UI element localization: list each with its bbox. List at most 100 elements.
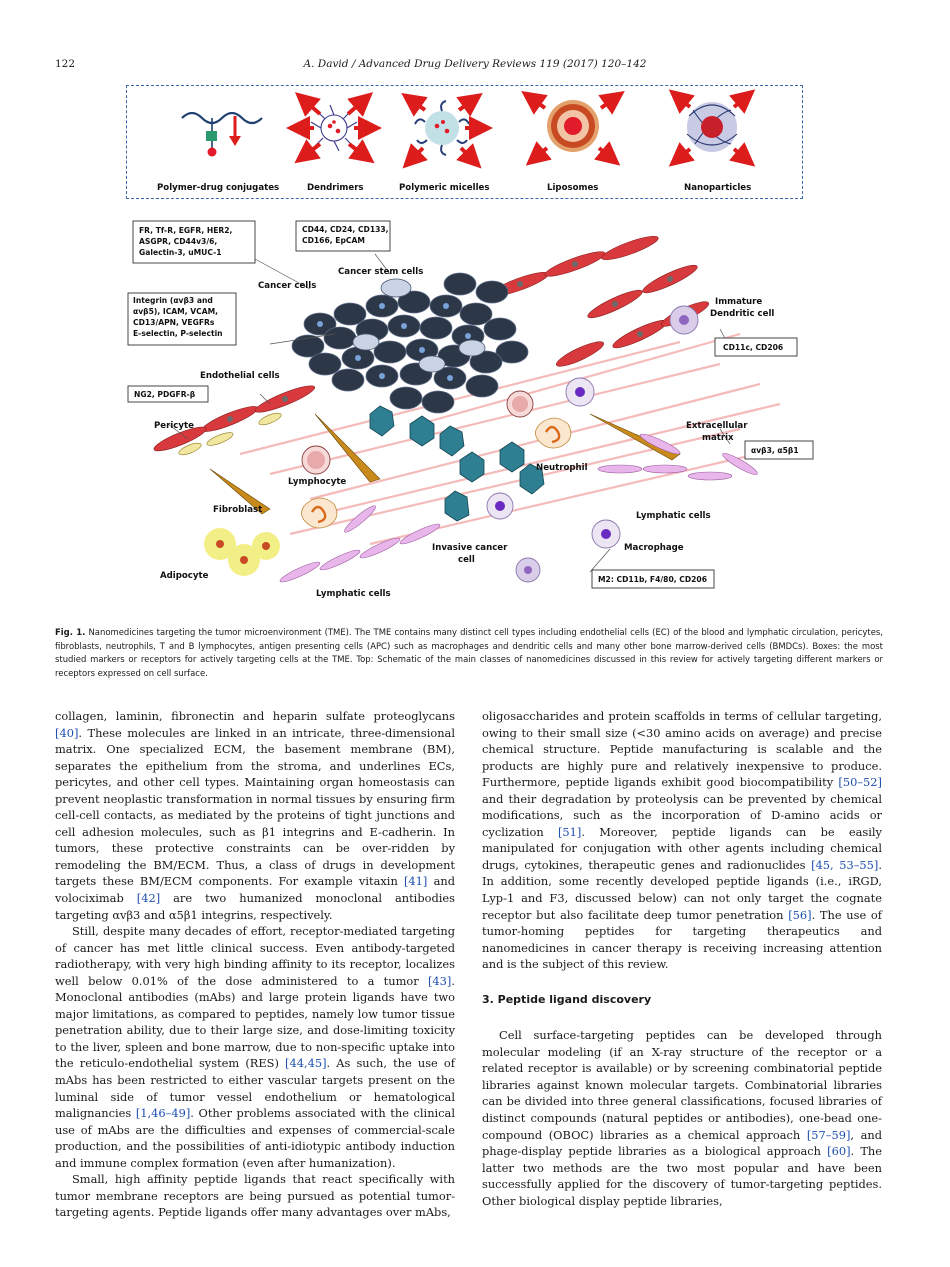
leader-lines bbox=[167, 253, 731, 573]
citation-link[interactable]: [40] bbox=[55, 725, 79, 740]
svg-text:αvβ5), ICAM, VCAM,: αvβ5), ICAM, VCAM, bbox=[133, 307, 218, 316]
text-run: oligosaccharides and protein scaffolds i… bbox=[482, 709, 882, 790]
text-run: and volociximab bbox=[55, 874, 455, 906]
text-run: . Monoclonal antibodies (mAbs) and large… bbox=[55, 973, 455, 1071]
caption-text: Nanomedicines targeting the tumor microe… bbox=[55, 627, 883, 678]
svg-text:NG2, PDGFR-β: NG2, PDGFR-β bbox=[134, 390, 196, 399]
tme-svg: FR, Tf-R, EGFR, HER2, ASGPR, CD44v3/6, G… bbox=[127, 220, 814, 599]
paragraph: Still, despite many decades of effort, r… bbox=[55, 923, 455, 1171]
text-run: . The use of tumor-homing peptides for t… bbox=[482, 907, 883, 972]
tumor-microenvironment-illustration: FR, Tf-R, EGFR, HER2, ASGPR, CD44v3/6, G… bbox=[120, 214, 830, 606]
svg-text:E-selectin, P-selectin: E-selectin, P-selectin bbox=[133, 329, 223, 338]
endothelial-marker-box: Integrin (αvβ3 and αvβ5), ICAM, VCAM, CD… bbox=[127, 292, 237, 346]
text-run: Cell surface-targeting peptides can be d… bbox=[482, 1028, 882, 1142]
paragraph: oligosaccharides and protein scaffolds i… bbox=[482, 708, 882, 973]
svg-text:Integrin (αvβ3 and: Integrin (αvβ3 and bbox=[133, 296, 213, 305]
text-run: . Moreover, peptide ligands can be easil… bbox=[482, 824, 882, 872]
cancer-cells-mass bbox=[291, 272, 529, 414]
macrophages bbox=[486, 305, 699, 583]
text-run: are two humanized monoclonal antibodies … bbox=[55, 891, 455, 922]
label-lymphatic-cells-right: Lymphatic cells bbox=[636, 511, 711, 521]
citation-link[interactable]: [45, 53–55] bbox=[811, 857, 879, 872]
fibroblasts bbox=[209, 413, 681, 515]
liposome-icon bbox=[521, 91, 625, 166]
svg-text:CD166, EpCAM: CD166, EpCAM bbox=[302, 236, 365, 245]
pericyte-marker-box: NG2, PDGFR-β bbox=[127, 385, 209, 403]
label-liposomes: Liposomes bbox=[547, 183, 598, 193]
citation-link[interactable]: [57–59] bbox=[806, 1127, 851, 1142]
citation-link[interactable]: [42] bbox=[136, 891, 161, 906]
macrophage-marker-box: M2: CD11b, F4/80, CD206 bbox=[591, 569, 715, 589]
cancer-stem-cells bbox=[352, 278, 486, 373]
svg-text:Galectin-3, uMUC-1: Galectin-3, uMUC-1 bbox=[139, 248, 222, 257]
endothelial-cells bbox=[153, 235, 710, 452]
label-dendritic-cell: Dendritic cell bbox=[710, 309, 774, 319]
svg-text:CD13/APN, VEGFRs: CD13/APN, VEGFRs bbox=[133, 318, 215, 327]
citation-link[interactable]: [41] bbox=[403, 874, 428, 889]
label-adipocyte: Adipocyte bbox=[160, 571, 209, 581]
citation-link[interactable]: [1,46–49] bbox=[135, 1106, 191, 1121]
figure-caption: Fig. 1. Nanomedicines targeting the tumo… bbox=[55, 626, 883, 680]
nanomedicine-classes-illustration: Polymer-drug conjugates Dendrimers Polym… bbox=[157, 89, 756, 193]
svg-text:αvβ3, α5β1: αvβ3, α5β1 bbox=[751, 446, 799, 455]
label-matrix: matrix bbox=[702, 433, 734, 443]
label-lymphocyte: Lymphocyte bbox=[288, 477, 346, 487]
text-run: . Other problems associated with the cli… bbox=[55, 1106, 455, 1170]
label-polymer-drug-conjugates: Polymer-drug conjugates bbox=[157, 183, 279, 193]
label-macrophage: Macrophage bbox=[624, 543, 684, 553]
citation-link[interactable]: [44,45] bbox=[285, 1056, 327, 1071]
label-extracellular: Extracellular bbox=[686, 421, 748, 431]
text-run: . The latter two methods are the two mos… bbox=[482, 1144, 882, 1208]
text-run: Still, despite many decades of effort, r… bbox=[55, 924, 455, 988]
label-pericyte: Pericyte bbox=[154, 421, 194, 431]
lymphatic-cells bbox=[279, 433, 758, 583]
nanoparticle-icon bbox=[668, 89, 756, 167]
label-fibroblast: Fibroblast bbox=[213, 505, 262, 515]
cancer-cell-nuclei bbox=[317, 303, 471, 381]
right-column: oligosaccharides and protein scaffolds i… bbox=[482, 708, 882, 1209]
nanomedicine-classes-panel: Polymer-drug conjugates Dendrimers Polym… bbox=[126, 85, 803, 199]
text-run: , and phage-display peptide libraries as… bbox=[482, 1127, 882, 1159]
polymer-drug-conjugate-icon bbox=[181, 111, 263, 157]
caption-label: Fig. 1. bbox=[55, 627, 86, 637]
invasive-cancer-cells bbox=[369, 405, 545, 522]
label-cancer-stem-cells: Cancer stem cells bbox=[338, 267, 423, 277]
ecm-marker-box: αvβ3, α5β1 bbox=[744, 440, 814, 460]
citation-link[interactable]: [50–52] bbox=[838, 775, 882, 790]
neutrophils bbox=[301, 417, 572, 529]
citation-link[interactable]: [51] bbox=[557, 824, 582, 839]
label-lymphatic-cells-bottom: Lymphatic cells bbox=[316, 589, 391, 599]
svg-text:CD44, CD24, CD133,: CD44, CD24, CD133, bbox=[302, 225, 389, 234]
text-run: collagen, laminin, fibronectin and hepar… bbox=[55, 709, 455, 723]
citation-link[interactable]: [60] bbox=[827, 1144, 851, 1159]
dendritic-marker-box: CD11c, CD206 bbox=[714, 337, 798, 357]
label-invasive-cell: cell bbox=[458, 555, 475, 565]
citation-link[interactable]: [56] bbox=[788, 907, 812, 922]
paragraph: collagen, laminin, fibronectin and hepar… bbox=[55, 708, 455, 923]
page-number: 122 bbox=[55, 58, 76, 70]
endothelial-nuclei bbox=[227, 261, 673, 422]
label-dendrimers: Dendrimers bbox=[307, 183, 364, 193]
pericytes bbox=[178, 412, 282, 456]
lymphocytes bbox=[301, 390, 534, 475]
polymeric-micelle-icon bbox=[401, 93, 493, 169]
text-run: and their degradation by proteolysis can… bbox=[482, 791, 882, 839]
paragraph: Cell surface-targeting peptides can be d… bbox=[482, 1027, 882, 1209]
cancer-cells-marker-box: FR, Tf-R, EGFR, HER2, ASGPR, CD44v3/6, G… bbox=[132, 220, 256, 264]
label-invasive-cancer: Invasive cancer bbox=[432, 543, 508, 553]
section-heading: 3. Peptide ligand discovery bbox=[482, 992, 652, 1006]
label-cancer-cells: Cancer cells bbox=[258, 281, 316, 291]
stem-cells-marker-box: CD44, CD24, CD133, CD166, EpCAM bbox=[295, 220, 391, 252]
citation-link[interactable]: [43] bbox=[427, 973, 452, 988]
label-nanoparticles: Nanoparticles bbox=[684, 183, 751, 193]
left-column: collagen, laminin, fibronectin and hepar… bbox=[55, 708, 455, 1221]
label-endothelial-cells: Endothelial cells bbox=[200, 371, 280, 381]
text-run: . These molecules are linked in an intri… bbox=[55, 725, 455, 889]
text-run: . As such, the use of mAbs has been rest… bbox=[55, 1056, 455, 1121]
svg-text:ASGPR, CD44v3/6,: ASGPR, CD44v3/6, bbox=[139, 237, 217, 246]
text-run: . In addition, some recently developed p… bbox=[482, 857, 882, 922]
label-neutrophil: Neutrophil bbox=[536, 463, 588, 473]
paragraph: Small, high affinity peptide ligands tha… bbox=[55, 1171, 455, 1221]
running-title: A. David / Advanced Drug Delivery Review… bbox=[303, 58, 647, 70]
svg-text:CD11c, CD206: CD11c, CD206 bbox=[723, 343, 783, 352]
